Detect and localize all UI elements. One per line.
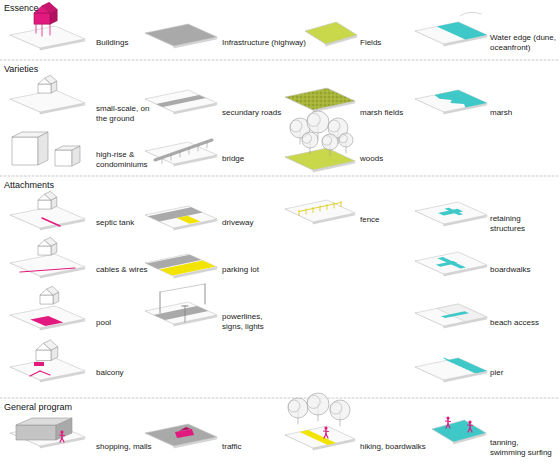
item-label: beach access [490, 318, 539, 328]
item-label: bridge [222, 154, 244, 164]
item-label: hiking, boardwalks [360, 442, 426, 452]
section-heading: Essence [4, 3, 39, 14]
item-label: Infrastructure (highway) [222, 38, 306, 48]
item-label: boardwalks [490, 265, 530, 275]
item-label: traffic [222, 442, 241, 452]
item-label: septic tank [96, 218, 134, 228]
item-label: Buildings [96, 38, 128, 48]
section-heading: General program [4, 402, 72, 413]
item-label: cables & wires [96, 265, 148, 275]
item-label: marsh [490, 108, 512, 118]
section-heading: Varieties [4, 64, 38, 75]
item-label: balcony [96, 368, 124, 378]
section-heading: Attachments [4, 180, 54, 191]
item-label: driveway [222, 218, 254, 228]
item-label: tanning, swimming surfing [490, 438, 552, 457]
item-label: marsh fields [360, 108, 403, 118]
item-label: fence [360, 215, 380, 225]
item-label: powerlines, signs, lights [222, 312, 277, 331]
item-label: high-rise & condominiums [96, 150, 158, 169]
item-label: parking lot [222, 265, 259, 275]
item-label: pool [96, 318, 111, 328]
item-label: shopping, malls [96, 442, 152, 452]
item-label: Fields [360, 38, 381, 48]
item-label: retaining structures [490, 214, 542, 233]
item-label: Water edge (dune, oceanfront) [490, 33, 556, 52]
item-label: pier [490, 368, 503, 378]
item-label: secundary roads [222, 108, 281, 118]
item-label: small-scale, on the ground [96, 104, 154, 123]
item-label: woods [360, 154, 383, 164]
